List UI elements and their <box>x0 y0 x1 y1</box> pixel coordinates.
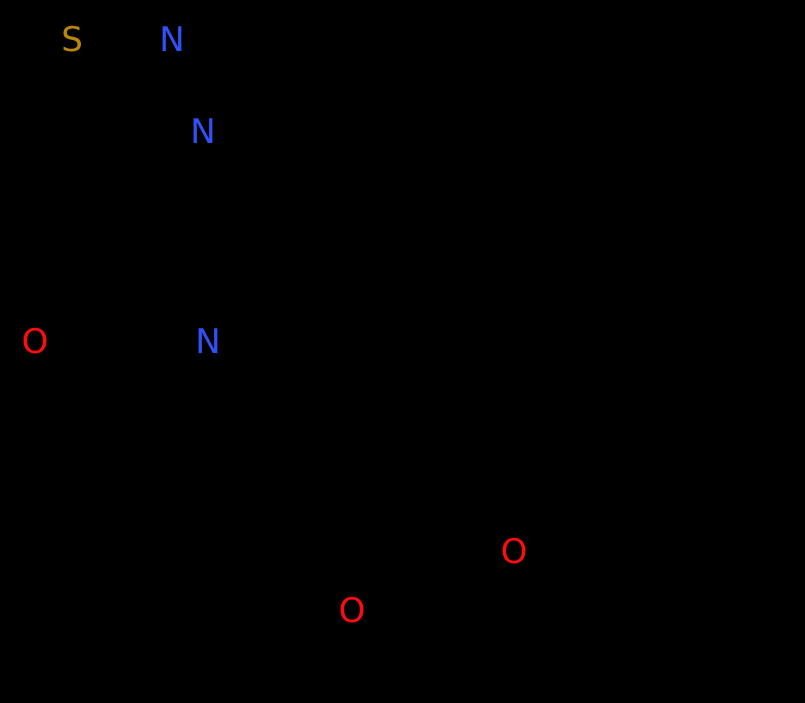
atom-label-sulfur: S <box>61 20 83 60</box>
atom-label-nitrogen: N <box>190 112 216 152</box>
atom-label-oxygen: O <box>21 322 49 362</box>
atom-label-oxygen: O <box>338 591 366 631</box>
atom-label-oxygen: O <box>500 532 528 572</box>
atom-label-nitrogen: N <box>159 20 185 60</box>
atom-label-nitrogen: N <box>195 322 221 362</box>
